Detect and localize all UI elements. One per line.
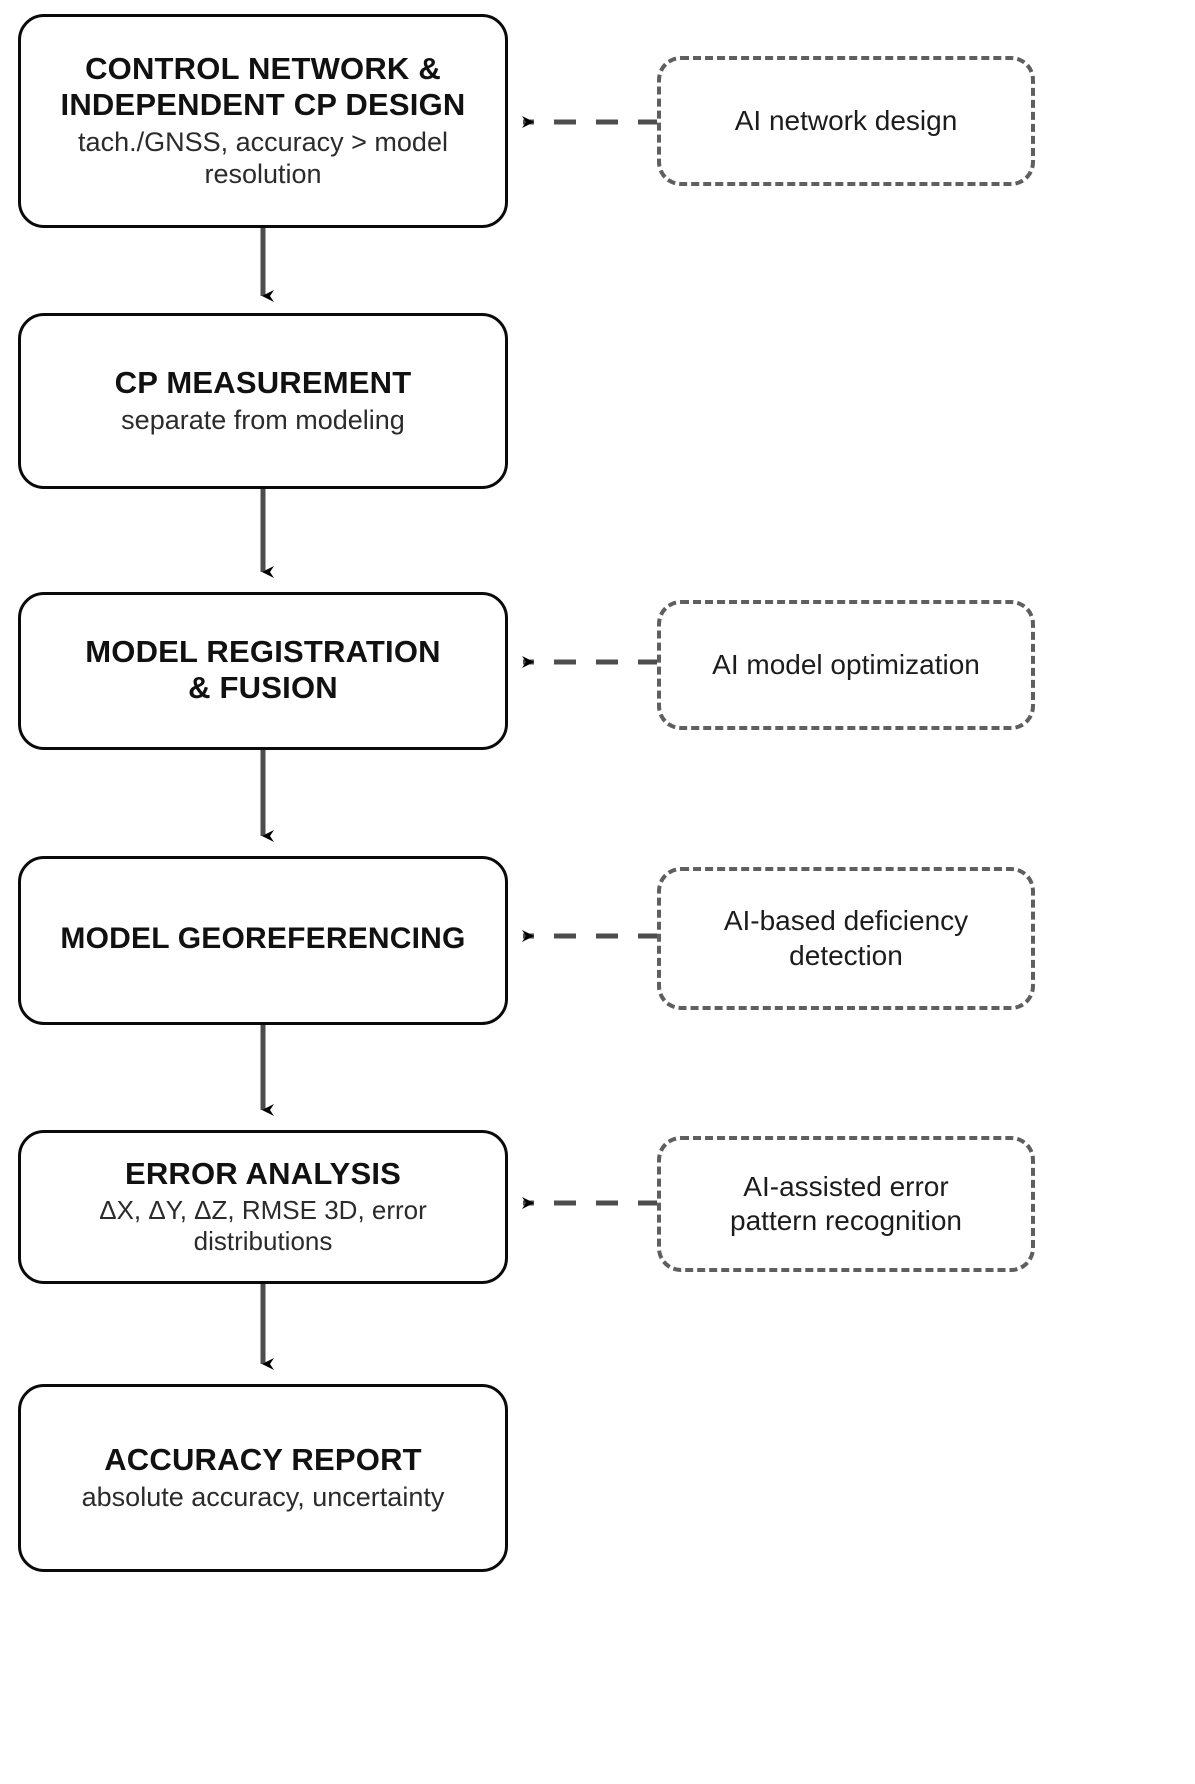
annotation-label-ai-deficiency-detection: AI-based deficiency detection	[723, 905, 969, 971]
process-title-control-network: CONTROL NETWORK & INDEPENDENT CP DESIGN	[60, 51, 466, 123]
process-title-model-registration: MODEL REGISTRATION & FUSION	[85, 633, 441, 705]
annotation-box-ai-error-pattern[interactable]: AI-assisted error pattern recognition	[657, 1136, 1035, 1272]
process-box-cp-measurement[interactable]: CP MEASUREMENT separate from modeling	[18, 313, 508, 489]
process-box-model-registration[interactable]: MODEL REGISTRATION & FUSION	[18, 592, 508, 750]
process-title-cp-measurement: CP MEASUREMENT	[114, 365, 412, 401]
process-subtitle-error-analysis: ΔX, ΔY, ΔZ, RMSE 3D, error distributions	[99, 1195, 427, 1257]
process-box-control-network[interactable]: CONTROL NETWORK & INDEPENDENT CP DESIGN …	[18, 14, 508, 228]
process-box-error-analysis[interactable]: ERROR ANALYSIS ΔX, ΔY, ΔZ, RMSE 3D, erro…	[18, 1130, 508, 1284]
process-title-accuracy-report: ACCURACY REPORT	[104, 1442, 422, 1478]
process-subtitle-control-network: tach./GNSS, accuracy > model resolution	[78, 127, 448, 190]
process-title-model-georeferencing: MODEL GEOREFERENCING	[60, 921, 466, 955]
annotation-box-ai-deficiency-detection[interactable]: AI-based deficiency detection	[657, 867, 1035, 1010]
process-title-error-analysis: ERROR ANALYSIS	[124, 1156, 402, 1192]
annotation-label-ai-error-pattern: AI-assisted error pattern recognition	[730, 1170, 962, 1236]
process-subtitle-cp-measurement: separate from modeling	[121, 405, 405, 436]
annotation-box-ai-model-optimization[interactable]: AI model optimization	[657, 600, 1035, 730]
annotation-label-ai-model-optimization: AI model optimization	[712, 648, 980, 680]
process-subtitle-accuracy-report: absolute accuracy, uncertainty	[81, 1482, 445, 1513]
process-box-accuracy-report[interactable]: ACCURACY REPORT absolute accuracy, uncer…	[18, 1384, 508, 1572]
annotation-box-ai-network-design[interactable]: AI network design	[657, 56, 1035, 186]
process-box-model-georeferencing[interactable]: MODEL GEOREFERENCING	[18, 856, 508, 1025]
annotation-label-ai-network-design: AI network design	[734, 104, 958, 136]
